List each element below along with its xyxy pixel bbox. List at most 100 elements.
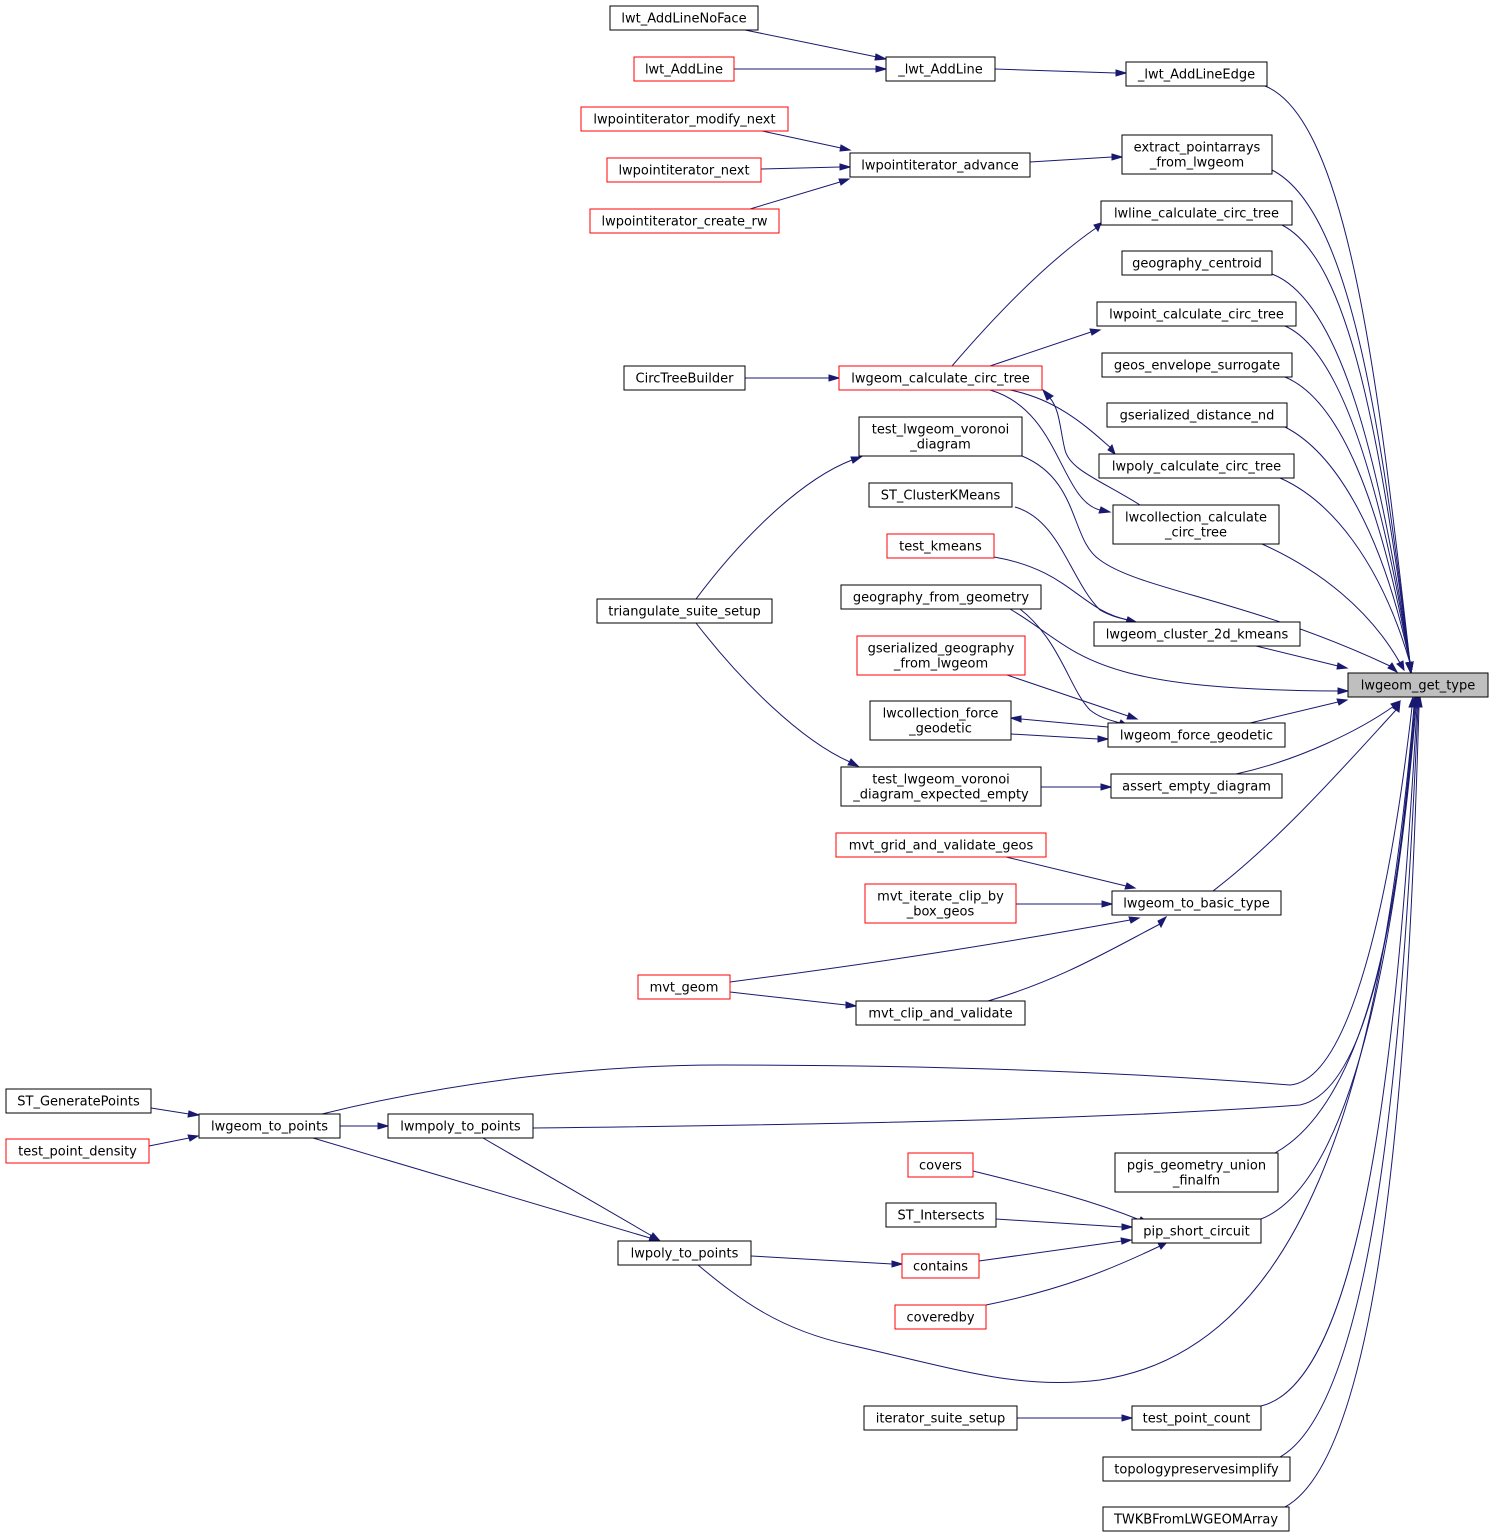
edge-line	[1260, 706, 1418, 1407]
node-label: _geodetic	[908, 722, 972, 737]
node-lwline-calculate-circ-tree[interactable]: lwline_calculate_circ_tree	[1100, 200, 1293, 226]
node-lwt-add-line[interactable]: _lwt_AddLine	[885, 56, 996, 82]
node-mvt-geom[interactable]: mvt_geom	[637, 974, 731, 1000]
edge-line	[695, 459, 853, 600]
node-assert-empty-diagram[interactable]: assert_empty_diagram	[1110, 773, 1283, 799]
node-lwt-add-line-edge[interactable]: _lwt_AddLineEdge	[1125, 61, 1268, 87]
node-twkbfrom-lwgeomarray[interactable]: TWKBFromLWGEOMArray	[1102, 1506, 1290, 1532]
node-mvt-clip-and-validate[interactable]: mvt_clip_and_validate	[855, 1000, 1026, 1026]
edge-line	[1029, 156, 1113, 163]
node-lwpointiterator-create-rw[interactable]: lwpointiterator_create_rw	[589, 208, 780, 234]
node-geos-envelope-surrogate[interactable]: geos_envelope_surrogate	[1101, 352, 1293, 378]
edge-twkbfrom-lwgeomarray-to-lwgeom-get-type	[1284, 695, 1423, 1508]
edge-line	[1261, 543, 1401, 664]
edge-line	[1009, 608, 1339, 692]
node-triangulate-suite-setup[interactable]: triangulate_suite_setup	[596, 598, 773, 624]
node-test-lwgeom-voronoi-diagram[interactable]: test_lwgeom_voronoi_diagram	[858, 416, 1023, 457]
node-st-intersects[interactable]: ST_Intersects	[885, 1202, 997, 1228]
edge-lwcollection-calculate-circ-tree-to-lwgeom-calculate-circ-tree	[1041, 388, 1141, 506]
node-label: mvt_clip_and_validate	[868, 1007, 1012, 1022]
edge-arrowhead	[1089, 328, 1102, 336]
node-test-kmeans[interactable]: test_kmeans	[886, 533, 995, 559]
node-label: test_point_density	[18, 1145, 137, 1160]
node-lwpoly-calculate-circ-tree[interactable]: lwpoly_calculate_circ_tree	[1098, 453, 1295, 479]
node-test-point-density[interactable]: test_point_density	[5, 1138, 150, 1164]
edge-line	[695, 622, 851, 763]
node-lwpoly-to-points[interactable]: lwpoly_to_points	[617, 1240, 752, 1266]
node-box	[633, 56, 735, 82]
node-label: iterator_suite_setup	[876, 1412, 1006, 1427]
node-mvt-grid-and-validate-geos[interactable]: mvt_grid_and_validate_geos	[835, 832, 1047, 858]
node-geography-from-geometry[interactable]: geography_from_geometry	[840, 584, 1042, 610]
node-lwcollection-calculate-circ-tree[interactable]: lwcollection_calculate_circ_tree	[1112, 504, 1280, 545]
node-lwpointiterator-next[interactable]: lwpointiterator_next	[606, 157, 762, 183]
node-lwgeom-calculate-circ-tree[interactable]: lwgeom_calculate_circ_tree	[838, 365, 1043, 391]
node-box	[1131, 1405, 1262, 1431]
node-lwgeom-force-geodetic[interactable]: lwgeom_force_geodetic	[1107, 722, 1286, 748]
edge-lwgeom-calculate-circ-tree-to-lwline-calculate-circ-tree	[951, 222, 1102, 367]
node-circ-tree-builder[interactable]: CircTreeBuilder	[623, 365, 746, 391]
node-lwpointiterator-advance[interactable]: lwpointiterator_advance	[849, 152, 1031, 178]
edge-arrowhead	[1126, 712, 1139, 720]
node-box	[1112, 504, 1280, 545]
node-lwgeom-cluster-2d-kmeans[interactable]: lwgeom_cluster_2d_kmeans	[1093, 621, 1301, 647]
node-test-point-count[interactable]: test_point_count	[1131, 1405, 1262, 1431]
node-label: _box_geos	[906, 905, 975, 920]
node-label: lwgeom_get_type	[1361, 679, 1476, 694]
node-box	[637, 974, 731, 1000]
node-box	[1102, 1506, 1290, 1532]
edge-arrowhead	[874, 53, 888, 61]
node-label: lwpointiterator_modify_next	[593, 113, 775, 128]
node-pip-short-circuit[interactable]: pip_short_circuit	[1131, 1218, 1262, 1244]
node-lwpoint-calculate-circ-tree[interactable]: lwpoint_calculate_circ_tree	[1096, 301, 1297, 327]
node-gserialized-distance-nd[interactable]: gserialized_distance_nd	[1106, 402, 1288, 428]
edge-line	[1009, 389, 1112, 449]
edge-line	[1271, 273, 1411, 664]
node-test-lwgeom-voronoi-diagram-expected-empty[interactable]: test_lwgeom_voronoi_diagram_expected_emp…	[840, 766, 1042, 807]
node-iterator-suite-setup[interactable]: iterator_suite_setup	[863, 1405, 1018, 1431]
node-contains[interactable]: contains	[901, 1253, 980, 1279]
node-label: lwgeom_cluster_2d_kmeans	[1106, 628, 1289, 643]
node-lwt-add-line[interactable]: lwt_AddLine	[633, 56, 735, 82]
node-gserialized-geography-from-lwgeom[interactable]: gserialized_geography_from_lwgeom	[856, 635, 1026, 676]
node-pgis-geometry-union-finalfn[interactable]: pgis_geometry_union_finalfn	[1114, 1152, 1279, 1193]
edge-lwpoly-calculate-circ-tree-to-lwgeom-get-type	[1279, 477, 1414, 675]
edge-arrowhead	[845, 1001, 858, 1009]
edge-arrowhead	[828, 374, 841, 382]
node-label: lwpointiterator_create_rw	[601, 215, 767, 230]
edge-lwt-add-line-edge-to-lwgeom-get-type	[1264, 85, 1414, 675]
edge-arrowhead	[187, 1134, 200, 1142]
node-lwgeom-to-points[interactable]: lwgeom_to_points	[198, 1113, 341, 1139]
node-mvt-iterate-clip-by-box-geos[interactable]: mvt_iterate_clip_by_box_geos	[864, 883, 1017, 924]
node-lwpointiterator-modify-next[interactable]: lwpointiterator_modify_next	[580, 106, 789, 132]
node-box	[387, 1113, 534, 1139]
edge-arrowhead	[1337, 687, 1350, 695]
node-box	[1107, 722, 1286, 748]
node-geography-centroid[interactable]: geography_centroid	[1121, 250, 1273, 276]
edge-arrowhead	[1157, 915, 1168, 929]
node-lwgeom-to-basic-type[interactable]: lwgeom_to_basic_type	[1111, 890, 1282, 916]
node-st-generate-points[interactable]: ST_GeneratePoints	[5, 1088, 152, 1114]
node-lwmpoly-to-points[interactable]: lwmpoly_to_points	[387, 1113, 534, 1139]
edge-line	[148, 1137, 190, 1147]
node-covers[interactable]: covers	[907, 1152, 974, 1178]
node-label: assert_empty_diagram	[1122, 780, 1271, 795]
node-lwcollection-force-geodetic[interactable]: lwcollection_force_geodetic	[869, 700, 1012, 741]
edge-arrowhead	[187, 1110, 201, 1118]
node-extract-pointarrays-from-lwgeom[interactable]: extract_pointarrays_from_lwgeom	[1121, 134, 1273, 175]
node-lwgeom-get-type: lwgeom_get_type	[1347, 672, 1489, 698]
edge-line	[1249, 701, 1339, 724]
node-topologypreservesimplify[interactable]: topologypreservesimplify	[1102, 1456, 1291, 1482]
edge-line	[1271, 169, 1411, 664]
node-lwt-add-line-no-face[interactable]: lwt_AddLineNoFace	[609, 5, 759, 31]
edge-arrowhead	[891, 1260, 904, 1268]
edge-arrowhead	[1098, 506, 1112, 514]
edge-st-generate-points-to-lwgeom-to-points	[150, 1107, 201, 1118]
edge-line	[1279, 477, 1411, 664]
node-box	[856, 635, 1026, 676]
node-coveredby[interactable]: coveredby	[894, 1304, 987, 1330]
node-st-cluster-kmeans[interactable]: ST_ClusterKMeans	[868, 482, 1013, 508]
edge-lwpointiterator-next-to-lwpointiterator-advance	[760, 163, 852, 171]
node-box	[589, 208, 780, 234]
